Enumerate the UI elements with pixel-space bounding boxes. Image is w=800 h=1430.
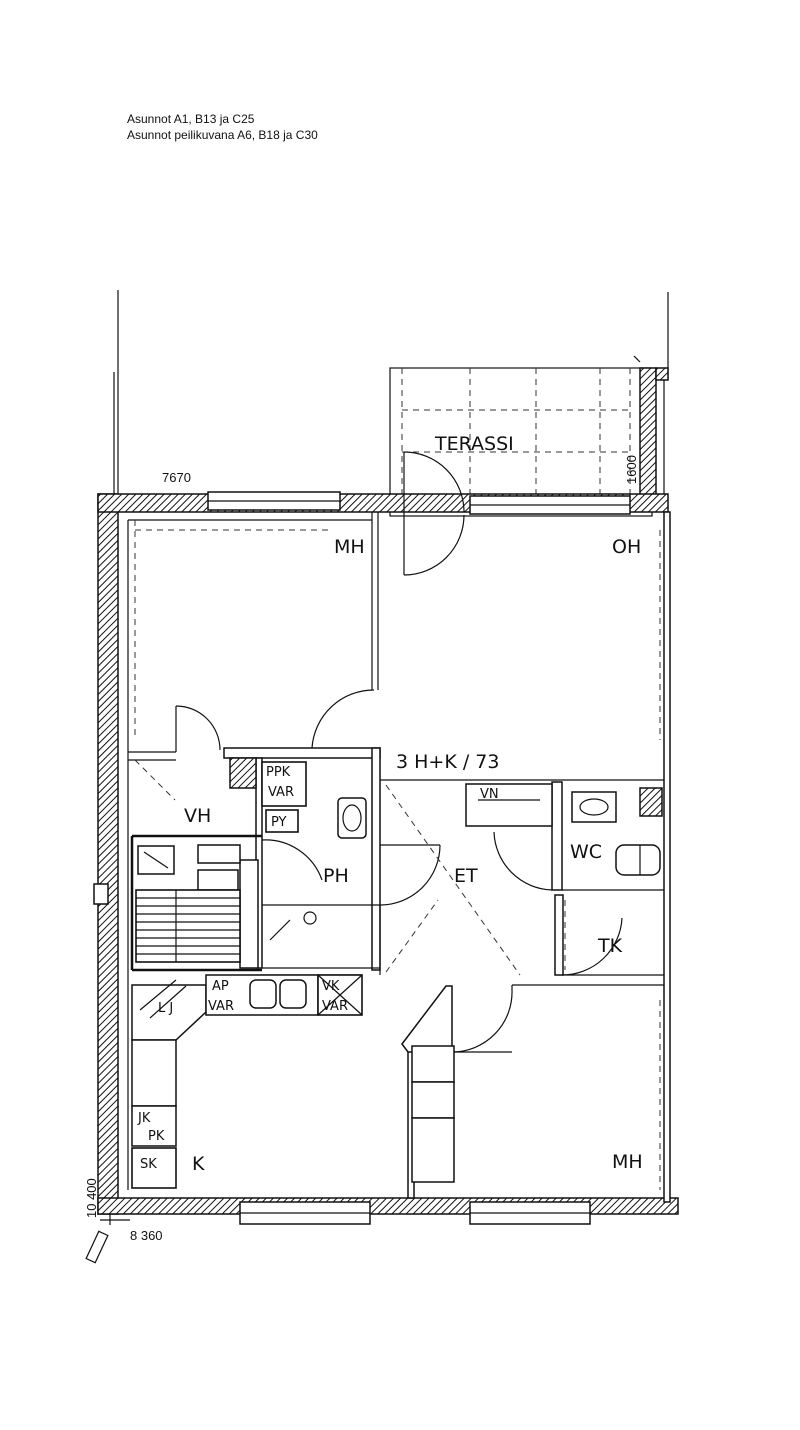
- caption-line-1: Asunnot A1, B13 ja C25: [127, 112, 255, 126]
- pk-label: PK: [148, 1129, 165, 1144]
- caption-block: Asunnot A1, B13 ja C25 Asunnot peilikuva…: [127, 111, 318, 143]
- caption-line-2: Asunnot peilikuvana A6, B18 ja C30: [127, 128, 318, 142]
- apartment-type-label: 3 H+K / 73: [396, 751, 499, 773]
- kitchen-fixtures: [131, 974, 455, 1189]
- dimension-lines: [85, 290, 669, 1264]
- bedroom-top-label: MH: [334, 536, 365, 558]
- dimension-bottom: 8 360: [130, 1228, 163, 1243]
- ceiling-guides: [134, 520, 661, 1190]
- interior-walls: [127, 512, 664, 1199]
- vn-label: VN: [480, 787, 499, 802]
- dimension-terrace-depth: 1600: [624, 455, 639, 484]
- closet-label: VH: [184, 805, 211, 827]
- hallway-label: ET: [454, 865, 478, 887]
- vk-var-label: VAR: [322, 999, 348, 1014]
- ap-label: AP: [212, 979, 229, 994]
- bathroom-label: PH: [323, 865, 349, 887]
- hall-fixtures: [465, 783, 661, 876]
- ap-var-label: VAR: [208, 999, 234, 1014]
- bathroom-fixtures: [135, 761, 367, 963]
- dimension-left: 10 400: [84, 1178, 99, 1218]
- py-label: PY: [271, 815, 287, 830]
- terrace: [389, 367, 669, 517]
- ppk-label: PPK: [266, 765, 291, 780]
- kitchen-label: K: [192, 1153, 205, 1175]
- door-swings: [175, 451, 623, 1053]
- wc-label: WC: [570, 841, 602, 863]
- living-room-label: OH: [612, 536, 641, 558]
- vk-label: VK: [322, 979, 340, 994]
- exterior-walls: [93, 491, 679, 1225]
- ppk-var-label: VAR: [268, 785, 294, 800]
- dimension-top: 7670: [162, 470, 191, 485]
- lj-label: L J: [158, 1001, 173, 1016]
- terrace-label: TERASSI: [434, 433, 514, 455]
- tk-label: TK: [597, 935, 623, 957]
- jk-label: JK: [137, 1111, 151, 1126]
- bedroom-bottom-label: MH: [612, 1151, 643, 1173]
- sk-label: SK: [140, 1157, 157, 1172]
